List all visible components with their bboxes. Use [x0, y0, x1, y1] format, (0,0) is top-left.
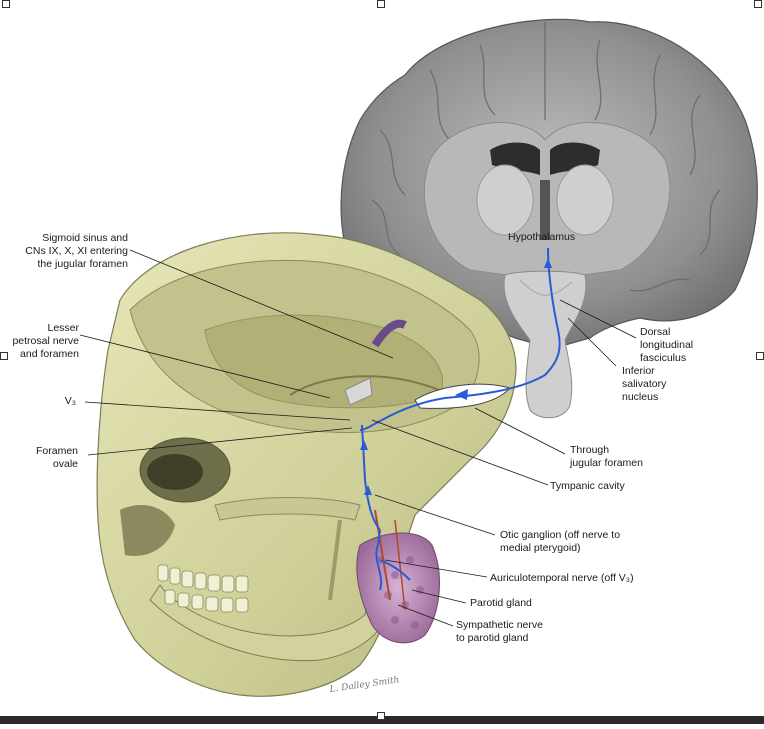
- parasympathetic-pathway: [359, 247, 561, 591]
- leader-lines: [79, 249, 637, 627]
- label-sigmoid-line2: CNs IX, X, XI entering: [25, 245, 128, 257]
- label-sigmoid-line3: the jugular foramen: [38, 258, 129, 270]
- resize-handle-bottom-center[interactable]: [377, 712, 385, 720]
- label-dorsal-longitudinal-line2: longitudinal: [640, 339, 693, 351]
- resize-handle-top-center[interactable]: [377, 0, 385, 8]
- label-otic-ganglion-line2: medial pterygoid): [500, 542, 581, 554]
- label-sympathetic-line2: to parotid gland: [456, 632, 529, 644]
- resize-handle-top-left[interactable]: [2, 0, 10, 8]
- label-auriculotemporal: Auriculotemporal nerve (off V₃): [490, 572, 634, 584]
- label-lesser-petrosal-line1: Lesser: [47, 322, 79, 334]
- label-inferior-salivatory-line2: salivatory: [622, 378, 667, 390]
- label-hypothalamus: Hypothalamus: [508, 231, 575, 243]
- label-sigmoid-line1: Sigmoid sinus and: [42, 232, 128, 244]
- label-lesser-petrosal-line2: petrosal nerve: [12, 335, 79, 347]
- resize-handle-middle-left[interactable]: [0, 352, 8, 360]
- label-parotid-gland: Parotid gland: [470, 597, 532, 609]
- resize-handle-middle-right[interactable]: [756, 352, 764, 360]
- labels: Sigmoid sinus and CNs IX, X, XI entering…: [12, 231, 693, 695]
- resize-handle-top-right[interactable]: [754, 0, 762, 8]
- label-sympathetic-line1: Sympathetic nerve: [456, 619, 543, 631]
- label-through-jugular-line2: jugular foramen: [569, 457, 643, 469]
- label-dorsal-longitudinal-line3: fasciculus: [640, 352, 686, 364]
- label-foramen-ovale-line1: Foramen: [36, 445, 78, 457]
- label-v3: V₃: [65, 395, 76, 407]
- label-through-jugular-line1: Through: [570, 444, 609, 456]
- label-tympanic-cavity: Tympanic cavity: [550, 480, 625, 492]
- label-inferior-salivatory-line3: nucleus: [622, 391, 658, 403]
- label-otic-ganglion-line1: Otic ganglion (off nerve to: [500, 529, 620, 541]
- label-foramen-ovale-line2: ovale: [53, 458, 78, 470]
- bottom-border: [0, 716, 764, 724]
- label-lesser-petrosal-line3: and foramen: [20, 348, 79, 360]
- brain-coronal-section: [340, 18, 758, 419]
- skull: [96, 232, 517, 697]
- label-dorsal-longitudinal-line1: Dorsal: [640, 326, 670, 338]
- label-inferior-salivatory-line1: Inferior: [622, 365, 655, 377]
